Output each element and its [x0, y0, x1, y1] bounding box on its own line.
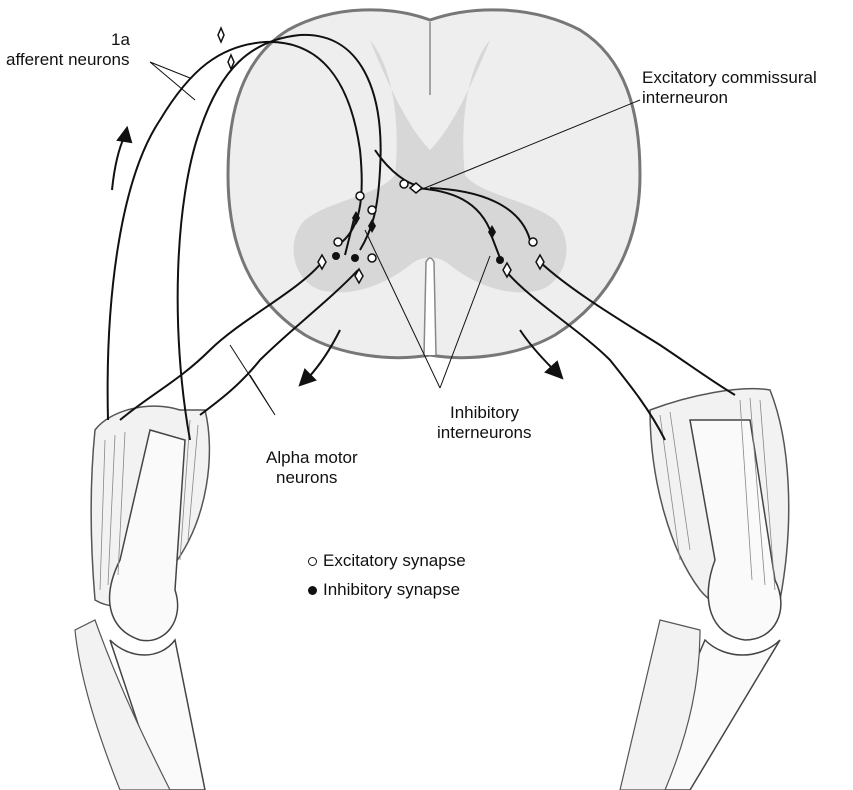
synapses — [217, 26, 545, 285]
commissural-axon — [414, 187, 493, 236]
inhibitory-label-line1: Inhibitory — [450, 403, 519, 422]
left-tibia — [109, 638, 206, 790]
neural-pathways — [106, 33, 736, 441]
motor-neuron-right-2 — [539, 261, 736, 396]
direction-arrows — [111, 125, 564, 387]
commissural-cell-body — [408, 182, 424, 194]
excitatory-synapse — [528, 237, 538, 247]
inhibitory-synapse-icon — [308, 585, 317, 595]
inhibitory-synapse — [351, 254, 359, 262]
arrowhead-icon — [298, 368, 317, 387]
arrowhead-icon — [116, 125, 133, 144]
legend-inhibitory-label: Inhibitory synapse — [323, 580, 461, 599]
inhibitory-synapse — [332, 252, 340, 260]
motor-neuron-right-1 — [504, 269, 666, 441]
afferent-direction-arrow — [111, 134, 126, 191]
afferent-neuron-2 — [176, 33, 382, 441]
commissural-label-line2: interneuron — [642, 88, 729, 107]
motor-cell-body — [502, 261, 512, 279]
afferent-cell-body — [217, 26, 225, 44]
excitatory-synapse — [367, 253, 377, 263]
motor-cell-body — [535, 253, 545, 271]
motor-label-line1: Alpha motor — [266, 448, 358, 467]
gray-matter — [293, 40, 567, 293]
excitatory-synapse — [399, 179, 409, 189]
motor-cell-body — [354, 267, 364, 285]
legend-excitatory-label: Excitatory synapse — [323, 551, 466, 570]
commissural-label-line1: Excitatory commissural — [642, 68, 817, 87]
motor-cell-body — [317, 253, 327, 271]
inhibitory-label-line2: interneurons — [437, 423, 532, 442]
legend-inhibitory: Inhibitory synapse — [308, 580, 460, 600]
inhibitory-leader-right — [439, 255, 491, 389]
excitatory-synapse — [333, 237, 343, 247]
efferent-right-arrow — [519, 329, 553, 369]
right-femur — [689, 419, 782, 641]
right-leg — [619, 387, 790, 790]
interneuron-cell-body — [488, 225, 496, 239]
inhibitory-leader-left — [364, 229, 441, 389]
inhibitory-synapse — [496, 256, 504, 264]
excitatory-synapse — [355, 191, 365, 201]
left-leg — [74, 405, 211, 790]
excitatory-synapse-icon — [308, 556, 317, 566]
interneuron-cell-body — [368, 219, 376, 233]
commissural-leader — [419, 99, 641, 191]
motor-neuron-left-1 — [119, 261, 323, 421]
legend-excitatory: Excitatory synapse — [308, 551, 466, 571]
afferent-leader — [149, 61, 196, 101]
arrowhead-icon — [544, 360, 564, 380]
left-femur — [108, 429, 186, 642]
afferent-cell-body — [227, 53, 235, 71]
afferent-neuron-1 — [106, 40, 363, 421]
inhibitory-interneuron-left — [344, 214, 356, 256]
commissural-axon-2 — [429, 187, 531, 241]
motor-neuron-left-2 — [199, 269, 359, 416]
leader-lines — [149, 61, 641, 416]
afferent-label-line2: afferent neurons — [6, 50, 130, 69]
interneuron-cell-body — [352, 211, 360, 225]
afferent-label-line1: 1a — [111, 30, 130, 49]
anterior-median-fissure — [423, 257, 437, 356]
motor-leader — [229, 344, 276, 416]
excitatory-synapse — [367, 205, 377, 215]
left-calf — [74, 619, 171, 790]
afferent-branch — [374, 149, 416, 186]
motor-label-line2: neurons — [276, 468, 338, 487]
